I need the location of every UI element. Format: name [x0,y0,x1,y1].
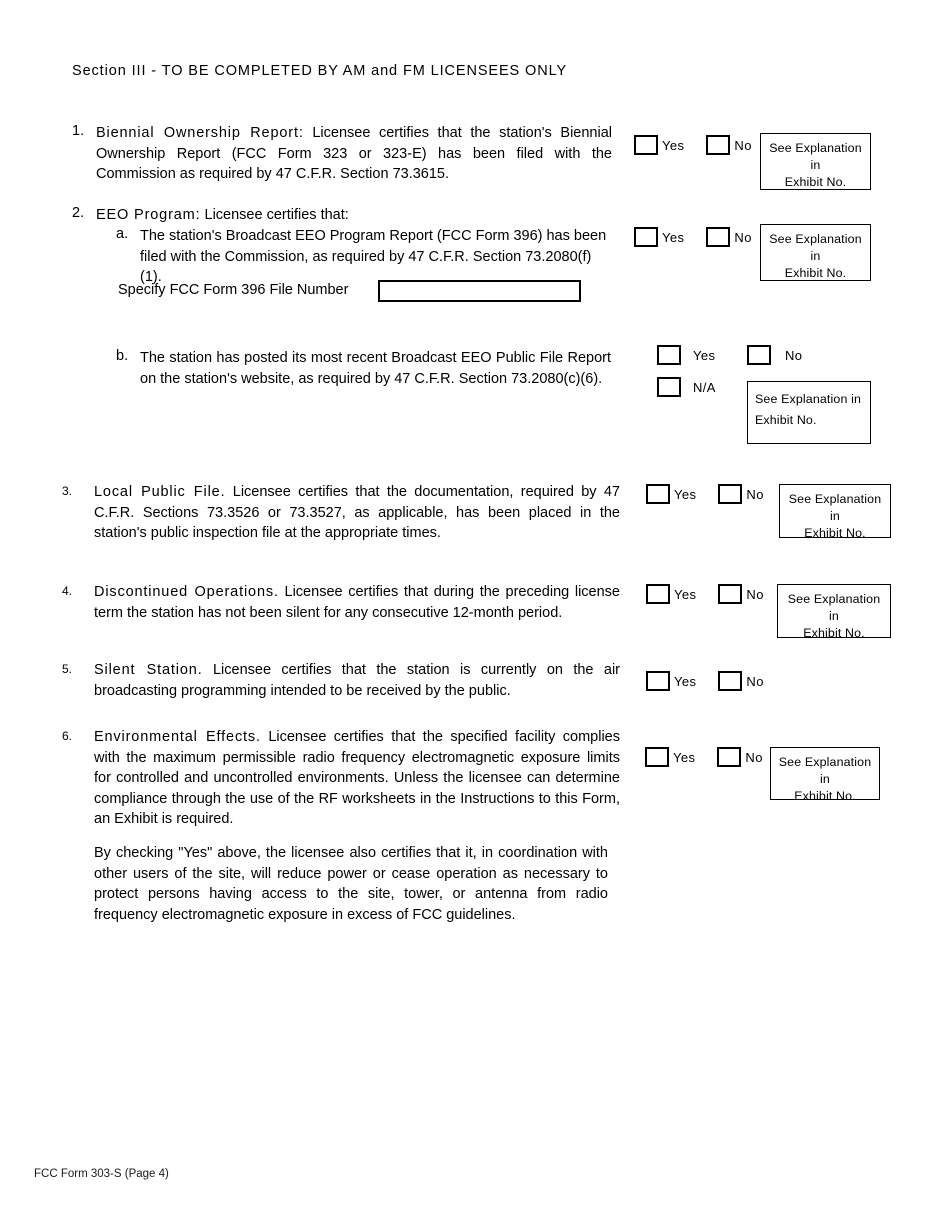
item-2-body: Licensee certifies that: [200,207,349,223]
item-3-exhibit-box[interactable]: See Explanation in Exhibit No. [779,484,891,540]
item-3-no-label: No [746,486,764,502]
item-4-no-label: No [746,586,764,602]
item-1-no-checkbox[interactable] [706,135,731,155]
item-5-text: Silent Station. Licensee certifies that … [94,660,620,701]
item-6-body: Licensee certifies that the specified fa… [94,729,620,827]
item-4-exhibit-box[interactable]: See Explanation in Exhibit No. [777,584,891,640]
item-2a-yes-label: Yes [662,229,685,245]
item-4-no-checkbox[interactable] [718,584,743,604]
item-2a-no-label: No [734,229,752,245]
item-1-no-label: No [734,137,752,153]
exhibit-line-1: See Explanation in [769,141,862,172]
item-2b-exhibit-box[interactable]: See Explanation in Exhibit No. [747,381,871,444]
item-6-no-checkbox[interactable] [717,747,742,767]
item-6-closing-paragraph: By checking "Yes" above, the licensee al… [94,845,608,923]
page-title: Section III - TO BE COMPLETED BY AM and … [72,63,568,79]
item-1-choices: Yes No [634,135,752,155]
item-2b-text: The station has posted its most recent B… [140,350,611,387]
item-5-choices: Yes No [646,671,764,691]
exhibit-line-2: Exhibit No. [804,526,866,540]
item-4-text: Discontinued Operations. Licensee certif… [94,582,620,623]
exhibit-line-2: Exhibit No. [794,789,856,803]
item-2b-letter: b. [116,348,129,364]
specify-file-number-label: Specify FCC Form 396 File Number [118,282,349,298]
item-5-lead: Silent Station. [94,662,203,678]
item-6-yes-checkbox[interactable] [645,747,669,767]
item-2a-text: The station's Broadcast EEO Program Repo… [140,228,607,285]
item-2a-choices: Yes No [634,227,752,247]
item-2b-no-checkbox[interactable] [747,345,771,365]
exhibit-line-1: See Explanation in [787,592,881,623]
item-4-body: Licensee certifies that during the prece… [94,584,620,621]
item-3-number: 3. [62,484,73,498]
item-6-number: 6. [62,729,73,743]
item-5-yes-checkbox[interactable] [646,671,670,691]
item-2a-letter: a. [116,226,129,242]
item-5-no-label: No [746,673,764,689]
item-2-number: 2. [72,205,85,221]
item-2b-na-label: N/A [693,379,716,395]
item-3-yes-label: Yes [674,486,697,502]
item-5-number: 5. [62,662,73,676]
item-1-lead: Biennial Ownership Report: [96,125,304,141]
item-4-lead: Discontinued Operations. [94,584,279,600]
exhibit-line-2: Exhibit No. [755,413,817,427]
item-1-yes-label: Yes [662,137,685,153]
item-2b-na-checkbox[interactable] [657,377,681,397]
item-3-no-checkbox[interactable] [718,484,743,504]
item-6-lead: Environmental Effects. [94,729,261,745]
item-3-lead: Local Public File. [94,484,226,500]
item-6-yes-label: Yes [673,749,696,765]
item-1-exhibit-box[interactable]: See Explanation in Exhibit No. [760,133,871,190]
item-4-yes-label: Yes [674,586,697,602]
exhibit-line-1: See Explanation in [769,232,862,263]
item-5-no-checkbox[interactable] [718,671,743,691]
item-2b-yes-choice: Yes [657,345,715,365]
item-2-text: EEO Program: Licensee certifies that: [96,205,612,226]
item-2b-yes-checkbox[interactable] [657,345,681,365]
item-3-choices: Yes No [646,484,764,504]
item-5-yes-label: Yes [674,673,697,689]
item-2a-yes-checkbox[interactable] [634,227,658,247]
item-6-text: Environmental Effects. Licensee certifie… [94,727,620,830]
item-1-yes-checkbox[interactable] [634,135,658,155]
exhibit-line-1: See Explanation in [788,492,882,523]
item-1-text: Biennial Ownership Report: Licensee cert… [96,123,612,185]
item-3-body: Licensee certifies that the documentatio… [94,484,620,541]
exhibit-line-1: See Explanation in [778,755,872,786]
page-footer: FCC Form 303-S (Page 4) [34,1168,169,1180]
item-4-number: 4. [62,584,73,598]
item-4-choices: Yes No [646,584,764,604]
item-3-text: Local Public File. Licensee certifies th… [94,482,620,544]
item-4-yes-checkbox[interactable] [646,584,670,604]
item-1-number: 1. [72,123,85,139]
item-2b-no-label: No [785,347,803,363]
item-2-lead: EEO Program: [96,207,201,223]
item-5-body: Licensee certifies that the station is c… [94,662,620,699]
item-2b-no-choice: No [747,345,802,365]
exhibit-line-2: Exhibit No. [803,626,865,640]
item-6-no-label: No [745,749,763,765]
fcc-form-396-file-number-input[interactable] [378,280,581,302]
item-6-exhibit-box[interactable]: See Explanation in Exhibit No. [770,747,880,803]
exhibit-line-2: Exhibit No. [784,266,847,280]
item-2a-exhibit-box[interactable]: See Explanation in Exhibit No. [760,224,871,281]
item-3-yes-checkbox[interactable] [646,484,670,504]
item-1-body: Licensee certifies that the station's Bi… [96,125,612,182]
exhibit-line-2: Exhibit No. [784,175,847,189]
item-2b-na-choice: N/A [657,377,716,397]
item-6-choices: Yes No [645,747,763,767]
item-2a-no-checkbox[interactable] [706,227,731,247]
exhibit-line-1: See Explanation in [755,392,862,406]
item-2b-yes-label: Yes [693,347,716,363]
